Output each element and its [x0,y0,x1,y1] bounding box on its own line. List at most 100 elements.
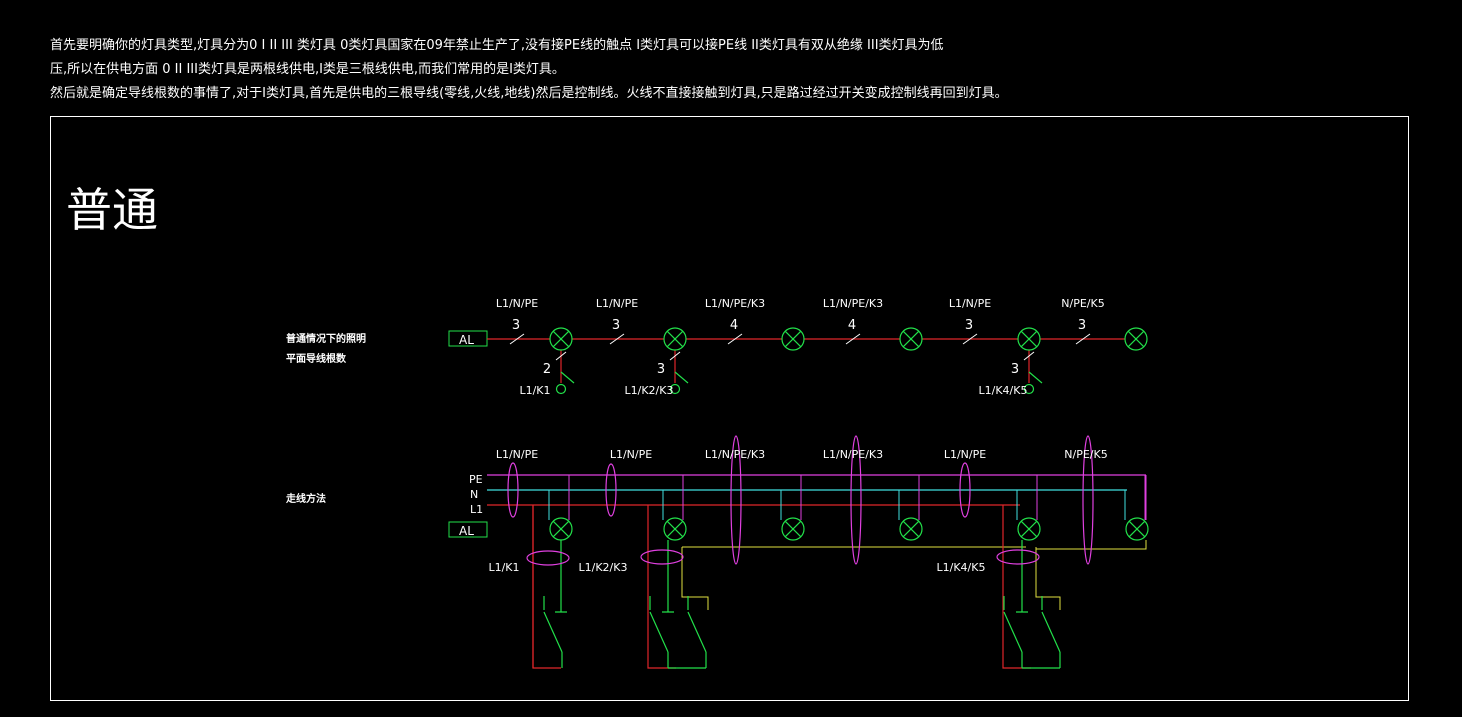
top-switch-count-3: 3 [1011,362,1019,377]
ctrl-k3-drop [681,547,709,610]
bundle-ellipse-6 [1082,435,1094,565]
bottom-lamp-3 [781,517,805,541]
top-lamp-3 [781,327,805,351]
bottom-lamp-4-cross-b [902,520,920,538]
bundle-ellipse-2 [605,463,617,517]
top-lamp-1-cross-b [552,330,570,348]
bus-label-pe: PE [469,473,483,486]
top-switch-count-2: 3 [657,362,665,377]
bottom-lamp-6 [1125,517,1149,541]
bottom-switch-label-1: L1/K1 [488,561,519,574]
bundle-ellipse-1 [507,462,519,518]
top-seg-count-2: 3 [612,318,620,333]
top-switch-count-1: 2 [543,362,551,377]
bottom-switch-label-3: L1/K4/K5 [937,561,986,574]
top-seg-tick-4 [845,333,861,345]
bottom-lamp-5 [1017,517,1041,541]
top-seg-tick-1 [509,333,525,345]
top-label-2: 平面导线根数 [286,352,347,365]
note-line-2: 压,所以在供电方面 0 II III类灯具是两根线供电,I类是三根线供电,而我们… [50,62,565,77]
top-seg-tick-3 [727,333,743,345]
top-lamp-6-cross-b [1127,330,1145,348]
switch-blade-3-2 [1041,611,1061,653]
switch-blade-2-2 [687,611,707,653]
top-seg-tick-2 [609,333,625,345]
top-seg-count-5: 3 [965,318,973,333]
bundle-ellipse-3 [730,435,742,565]
bottom-seg-label-3: L1/N/PE/K3 [705,448,765,461]
top-lamp-3-cross-b [784,330,802,348]
top-lamp-4-cross-b [902,330,920,348]
bottom-lamp-2-cross-b [666,520,684,538]
top-label-1: 普通情况下的照明 [286,332,366,345]
l1-drop-3 [1002,505,1031,669]
top-al-label: AL [459,333,474,347]
top-lamp-2 [663,327,687,351]
bottom-seg-label-4: L1/N/PE/K3 [823,448,883,461]
ctrl-k5-drop [1035,547,1061,610]
bottom-wires: L1/N/PE L1/N/PE L1/N/PE/K3 L1/N/PE/K3 L1/N/P… [487,435,1149,669]
ctrl-green-1 [555,540,567,613]
top-switch-3 [1023,383,1035,395]
switch-bundle-ellipse-1 [526,550,570,566]
top-switch-lever-3 [1028,371,1043,384]
drawing-title: 普通 [66,183,158,237]
bottom-lamp-2 [663,517,687,541]
switch-bundle-ellipse-3 [996,549,1040,565]
top-seg-tick-5 [962,333,978,345]
top-lamp-6 [1124,327,1148,351]
top-seg-tick-6 [1075,333,1091,345]
bottom-label: 走线方法 [285,492,326,505]
bottom-lamp-1-cross-b [552,520,570,538]
top-seg-count-4: 4 [848,318,856,333]
drawing-frame [50,116,1409,701]
bus-label-n: N [470,488,478,501]
l1-drop-2 [647,505,676,669]
top-seg-count-1: 3 [512,318,520,333]
top-marks: L1/N/PE3L1/N/PE3L1/N/PE/K34L1/N/PE/K34L1… [496,297,1148,397]
ctrl-green-3 [1016,540,1028,613]
top-lamp-4 [899,327,923,351]
switch-bundle-ellipse-2 [640,549,684,565]
top-switch-2 [669,383,681,395]
top-seg-label-6: N/PE/K5 [1061,297,1104,310]
top-seg-label-3: L1/N/PE/K3 [705,297,765,310]
top-seg-label-1: L1/N/PE [496,297,538,310]
ctrl-green-2 [662,540,674,613]
top-seg-label-4: L1/N/PE/K3 [823,297,883,310]
bottom-al-box [448,521,488,538]
top-main-line [487,338,1125,383]
top-seg-label-5: L1/N/PE [949,297,991,310]
bottom-seg-label-2: L1/N/PE [610,448,652,461]
bottom-lamp-4 [899,517,923,541]
top-switch-1 [555,383,567,395]
ctrl-k5-line [1036,540,1147,550]
switch-blade-1-1 [543,611,563,653]
top-seg-count-3: 4 [730,318,738,333]
switch-blade-2-1 [649,611,669,653]
top-switch-tick-2 [669,351,681,361]
bottom-lamp-6-cross-b [1128,520,1146,538]
bottom-seg-label-1: L1/N/PE [496,448,538,461]
top-seg-label-2: L1/N/PE [596,297,638,310]
top-lamp-1 [549,327,573,351]
bundle-ellipse-4 [850,435,862,565]
bottom-seg-label-5: L1/N/PE [944,448,986,461]
top-seg-count-6: 3 [1078,318,1086,333]
l1-drop-1 [532,505,561,669]
top-switch-tick-1 [555,351,567,361]
top-switch-label-1: L1/K1 [519,384,550,397]
top-switch-lever-2 [674,371,689,384]
top-lamp-5 [1017,327,1041,351]
bottom-al-label: AL [459,524,474,538]
top-switch-label-3: L1/K4/K5 [979,384,1028,397]
note-line-1: 首先要明确你的灯具类型,灯具分为0 I II III 类灯具 0类灯具国家在09… [50,38,944,53]
note-line-3: 然后就是确定导线根数的事情了,对于I类灯具,首先是供电的三根导线(零线,火线,地… [50,86,1008,101]
top-switch-tick-3 [1023,351,1035,361]
bottom-switch-label-2: L1/K2/K3 [579,561,628,574]
bus-label-l1: L1 [470,503,483,516]
top-switch-lever-1 [560,371,575,384]
top-lamp-2-cross-b [666,330,684,348]
bottom-lamp-5-cross-b [1020,520,1038,538]
